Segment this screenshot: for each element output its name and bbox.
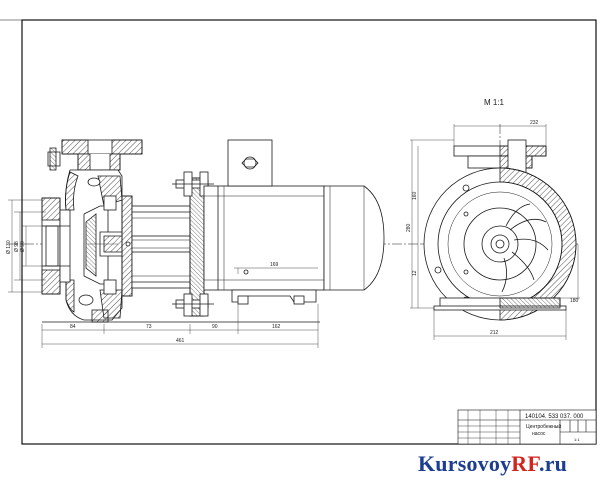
view-label: М 1:1	[484, 98, 505, 107]
dim-base-1: 84	[70, 324, 76, 330]
dim-right-height-1: 280	[406, 223, 412, 232]
suction-flange	[41, 197, 71, 295]
dim-right-vertical: 180	[570, 298, 579, 304]
shaft-center	[125, 241, 131, 247]
dim-right-height-3: 12	[412, 270, 418, 276]
dim-motor-inner: 169	[270, 262, 279, 268]
watermark-part3: .ru	[539, 451, 568, 476]
dim-base-4: 162	[272, 324, 281, 330]
discharge-flange	[47, 139, 143, 171]
lantern-bracket	[131, 205, 191, 289]
title-block-name-line1: Центробежный	[526, 423, 561, 430]
title-block-code: 140104. 533 037. 000	[525, 414, 584, 420]
dim-base-2: 73	[146, 324, 152, 330]
pump-side-view	[8, 139, 420, 323]
pump-foot	[42, 309, 320, 323]
left-dimensions	[8, 199, 46, 293]
sheet-frame	[21, 19, 597, 445]
pump-section-view	[420, 124, 580, 321]
title-block-sheet: 1:1	[574, 437, 580, 442]
watermark-part1: Kursovoy	[418, 451, 512, 476]
title-block-name-line2: насос	[532, 431, 546, 437]
dim-base-3: 90	[212, 324, 218, 330]
watermark-part2: RF	[511, 451, 539, 476]
coupling-flange	[172, 171, 214, 317]
title-block	[457, 409, 597, 445]
dim-left-dia-3: Ø 50	[20, 241, 26, 252]
dim-top-width: 232	[530, 120, 539, 126]
dim-total-length: 461	[176, 338, 185, 344]
dim-bottom-right-width: 212	[490, 330, 499, 336]
electric-motor	[203, 139, 385, 305]
section-dimensions	[410, 124, 580, 340]
dim-right-height-2: 160	[412, 191, 418, 200]
bottom-dimensions	[41, 268, 319, 348]
dim-left-dia-1: Ø 130	[6, 240, 12, 254]
dim-left-dia-2: Ø 98	[14, 241, 20, 252]
site-watermark: KursovoyRF.ru	[418, 450, 600, 478]
